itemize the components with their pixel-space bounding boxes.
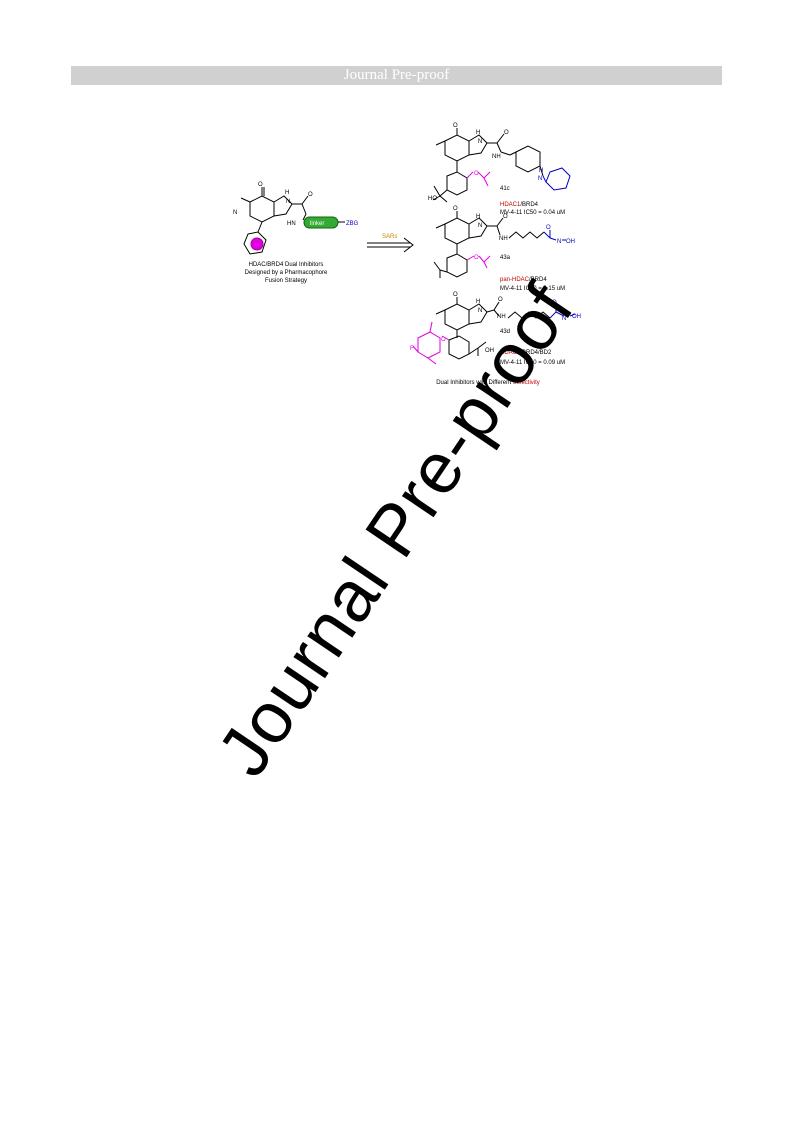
svg-text:N: N xyxy=(538,176,542,182)
svg-text:OH: OH xyxy=(485,348,494,354)
svg-text:N: N xyxy=(233,210,237,216)
hydroxamate-group-43a xyxy=(543,230,566,241)
left-caption-line-2: Designed by a Pharmacophore xyxy=(245,270,328,276)
svg-text:O: O xyxy=(453,206,458,212)
svg-text:N: N xyxy=(478,139,482,145)
svg-text:O: O xyxy=(474,171,479,177)
svg-text:O: O xyxy=(308,192,313,198)
assay-43d: MV-4-11 IC50 = 0.09 uM xyxy=(500,360,565,366)
sar-arrow xyxy=(367,237,414,253)
compound-43d-structure xyxy=(435,297,551,360)
compound-id-41c: 41c xyxy=(500,186,510,192)
assay-41c: MV-4-11 IC50 = 0.04 uM xyxy=(500,210,565,216)
svg-text:OH: OH xyxy=(566,239,575,245)
sars-label: SARs xyxy=(382,234,397,240)
assay-43a: MV-4-11 IC50 = 0.15 uM xyxy=(500,286,565,292)
zbg-label: ZBG xyxy=(346,221,359,227)
svg-text:F: F xyxy=(410,346,414,352)
svg-text:N: N xyxy=(557,239,561,245)
svg-text:N: N xyxy=(478,308,482,314)
left-caption-line-3: Fusion Strategy xyxy=(265,278,307,284)
selectivity-41c: HDAC1/BRD4 xyxy=(500,202,539,208)
svg-text:O: O xyxy=(552,300,557,306)
svg-text:O: O xyxy=(546,225,551,231)
compound-41c-structure xyxy=(432,128,544,203)
svg-text:O: O xyxy=(498,297,503,303)
svg-text:O: O xyxy=(474,255,479,261)
isopropoxy-group-43a xyxy=(466,255,491,269)
aryl-highlight-circle xyxy=(250,237,264,251)
svg-text:O: O xyxy=(453,292,458,298)
svg-text:OH: OH xyxy=(572,314,581,320)
svg-text:NH: NH xyxy=(499,236,508,242)
journal-header-title: Journal Pre-proof xyxy=(343,67,450,83)
hydroxamate-group-43d xyxy=(549,305,576,319)
selectivity-43a: pan-HDAC/BRD4 xyxy=(500,277,547,283)
compound-43a-structure xyxy=(433,211,545,278)
svg-text:N: N xyxy=(478,223,482,229)
svg-text:O: O xyxy=(504,130,509,136)
svg-text:H: H xyxy=(476,130,480,136)
fluoro-dimethylphenoxy-43d xyxy=(412,321,450,365)
svg-text:O: O xyxy=(503,214,508,220)
nh-label: HN xyxy=(287,221,296,227)
svg-text:H: H xyxy=(539,168,543,174)
svg-text:N: N xyxy=(286,199,290,205)
left-caption-line-1: HDAC/BRD4 Dual Inhibitors xyxy=(249,262,324,268)
footer-caption: Dual Inhibitors with Different Selectivi… xyxy=(436,380,540,386)
svg-text:O: O xyxy=(453,123,458,129)
selectivity-43d: HDAC6/BRD4/BD2 xyxy=(500,350,552,356)
svg-text:H: H xyxy=(476,299,480,305)
journal-header-bar: Journal Pre-proof xyxy=(71,66,722,85)
svg-text:O: O xyxy=(258,182,263,188)
benzamide-group-41c xyxy=(542,167,571,191)
svg-text:O: O xyxy=(441,337,446,343)
svg-text:NH: NH xyxy=(497,314,506,320)
compound-id-43a: 43a xyxy=(500,255,511,261)
svg-text:H: H xyxy=(285,190,289,196)
svg-text:HO: HO xyxy=(428,196,437,202)
compound-id-43d: 43d xyxy=(500,329,510,335)
linker-label: linker xyxy=(310,221,324,227)
isopropoxy-group-41c xyxy=(466,171,491,187)
svg-text:N: N xyxy=(562,316,566,322)
svg-text:NH: NH xyxy=(492,154,501,160)
scaffold-structure xyxy=(240,187,309,255)
svg-text:H: H xyxy=(476,214,480,220)
